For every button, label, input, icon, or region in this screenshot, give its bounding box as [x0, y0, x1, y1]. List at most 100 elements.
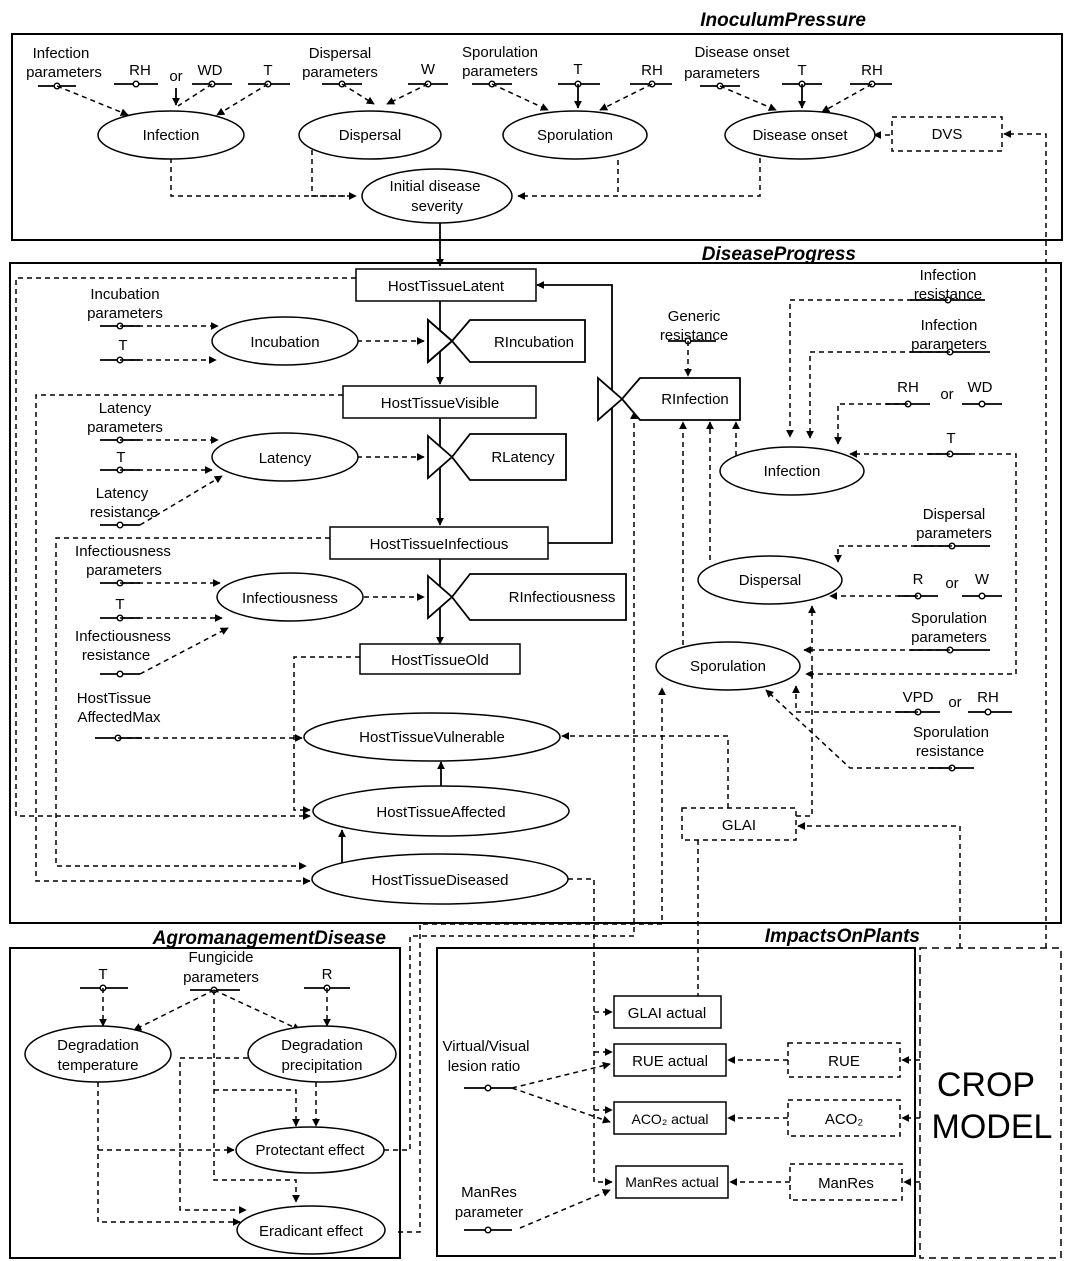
- w-label: W: [421, 61, 436, 78]
- infection-params-label-3: Infection: [921, 317, 978, 334]
- dvs-box: [891, 116, 1003, 152]
- onset-params-label: Disease onset: [694, 44, 790, 61]
- disease-onset-node: [724, 110, 876, 160]
- host-tissue-visible-box: [342, 385, 537, 419]
- initial-severity-label-1: Initial disease: [390, 178, 481, 195]
- sporulation-node: [502, 110, 648, 160]
- impacts-connectors: [511, 1056, 920, 1229]
- glai-actual-box: [613, 995, 722, 1029]
- latency-node: [211, 432, 359, 482]
- sporulation-resistance-label: Sporulation: [913, 724, 989, 741]
- infection-params-label: Infection: [33, 45, 90, 62]
- infectiousness-node: [216, 572, 364, 622]
- agro-connectors: [97, 988, 331, 1226]
- inoculum-connectors: [56, 83, 890, 267]
- section-title-inoculum: InoculumPressure: [700, 10, 866, 31]
- progress-right-inputs: Generic resistance Infection resistance …: [660, 267, 1012, 772]
- impacts-panel: [436, 947, 916, 1257]
- manres-actual-label: ManRes actual: [625, 1174, 718, 1190]
- fungicide-params-label: Fungicide: [188, 949, 253, 966]
- dvs-label: DVS: [932, 126, 963, 143]
- r-infectiousness-label: RInfectiousness: [509, 589, 616, 606]
- degradation-precipitation-node: [247, 1025, 397, 1083]
- sporulation-node-2: [655, 641, 801, 691]
- manres-label: ManRes: [818, 1175, 874, 1192]
- infectiousness-node-label: Infectiousness: [242, 590, 338, 607]
- host-tissue-vulnerable-node: [303, 712, 561, 762]
- infectiousness-params-label: Infectiousness: [75, 543, 171, 560]
- host-tissue-affected-node: [312, 785, 570, 837]
- host-tissue-infectious-label: HostTissueInfectious: [370, 536, 509, 553]
- or-label-4: or: [948, 694, 961, 711]
- latency-resistance-label: Latency: [96, 485, 149, 502]
- t-label: T: [263, 62, 272, 79]
- or-label-3: or: [945, 575, 958, 592]
- eradicant-effect-label: Eradicant effect: [259, 1223, 364, 1240]
- manres-param-label: ManRes: [461, 1184, 517, 1201]
- progress-left-connectors: [15, 277, 425, 885]
- dispersal-params-label: Dispersal: [309, 45, 372, 62]
- dispersal-node-label: Dispersal: [339, 127, 402, 144]
- fungicide-params-label-2: parameters: [183, 969, 259, 986]
- manres-actual-box: [615, 1165, 729, 1199]
- generic-resistance-label: Generic: [668, 308, 721, 325]
- host-tissue-visible-label: HostTissueVisible: [381, 395, 499, 412]
- dispersal-params-label-3: Dispersal: [923, 506, 986, 523]
- infection-params-label-4: parameters: [911, 336, 987, 353]
- sporulation-node-label: Sporulation: [537, 127, 613, 144]
- sporulation-resistance-label-2: resistance: [916, 743, 984, 760]
- aco2-box: [787, 1099, 901, 1137]
- r-incubation-label: RIncubation: [494, 334, 574, 351]
- rue-label: RUE: [828, 1053, 860, 1070]
- lesion-ratio-label-2: lesion ratio: [448, 1058, 521, 1075]
- host-tissue-old-label: HostTissueOld: [391, 652, 489, 669]
- infectiousness-params-label-2: parameters: [86, 562, 162, 579]
- wd-label: WD: [198, 62, 223, 79]
- host-tissue-diseased-label: HostTissueDiseased: [372, 872, 509, 889]
- degradation-temperature-label-2: temperature: [58, 1057, 139, 1074]
- wd-label-2: WD: [968, 379, 993, 396]
- dispersal-node: [298, 110, 442, 160]
- dispersal-node-2-label: Dispersal: [739, 572, 802, 589]
- inoculum-input-bars: [38, 80, 892, 90]
- incubation-params-label-2: parameters: [87, 305, 163, 322]
- t-label-6: T: [115, 596, 124, 613]
- valve-infectiousness: [427, 573, 627, 621]
- or-label: or: [169, 68, 182, 85]
- rh-label: RH: [129, 62, 151, 79]
- aco2-actual-box: [613, 1101, 727, 1135]
- t-label-2: T: [573, 61, 582, 78]
- lesion-ratio-label: Virtual/Visual: [443, 1038, 530, 1055]
- rue-actual-box: [613, 1043, 727, 1077]
- incubation-node: [211, 316, 359, 366]
- glai-label: GLAI: [722, 817, 756, 834]
- or-label-2: or: [940, 386, 953, 403]
- degradation-precipitation-label-2: precipitation: [282, 1057, 363, 1074]
- impacts-inputs: Virtual/Visual lesion ratio ManRes param…: [443, 1038, 530, 1234]
- sporulation-params-label-4: parameters: [911, 629, 987, 646]
- rue-box: [787, 1042, 901, 1078]
- initial-severity-label-2: severity: [411, 198, 463, 215]
- sporulation-params-label-2: parameters: [462, 63, 538, 80]
- host-tissue-old-box: [359, 643, 521, 675]
- manres-param-label-2: parameter: [455, 1204, 523, 1221]
- dispersal-params-label-2: parameters: [302, 64, 378, 81]
- crop-model-label-line2: MODEL: [932, 1108, 1053, 1146]
- infection-node-2-label: Infection: [764, 463, 821, 480]
- degradation-temperature-node: [24, 1025, 172, 1083]
- agromanagement-panel: [9, 947, 401, 1259]
- affected-max-label: HostTissue: [77, 690, 151, 707]
- latency-params-label-2: parameters: [87, 419, 163, 436]
- inoculum-inputs: Infection parameters RH or WD T Dispersa…: [26, 44, 883, 85]
- onset-params-label-2: parameters: [684, 65, 760, 82]
- rh-label-3: RH: [861, 62, 883, 79]
- aco2-actual-label: ACO₂ actual: [631, 1111, 708, 1127]
- section-title-progress: DiseaseProgress: [702, 244, 856, 265]
- section-title-agro: AgromanagementDisease: [152, 928, 387, 949]
- infectiousness-resistance-label: Infectiousness: [75, 628, 171, 645]
- sporulation-node-2-label: Sporulation: [690, 658, 766, 675]
- sporulation-params-label: Sporulation: [462, 44, 538, 61]
- host-tissue-latent-label: HostTissueLatent: [388, 278, 505, 295]
- infectiousness-resistance-label-2: resistance: [82, 647, 150, 664]
- eradicant-effect-node: [236, 1205, 386, 1255]
